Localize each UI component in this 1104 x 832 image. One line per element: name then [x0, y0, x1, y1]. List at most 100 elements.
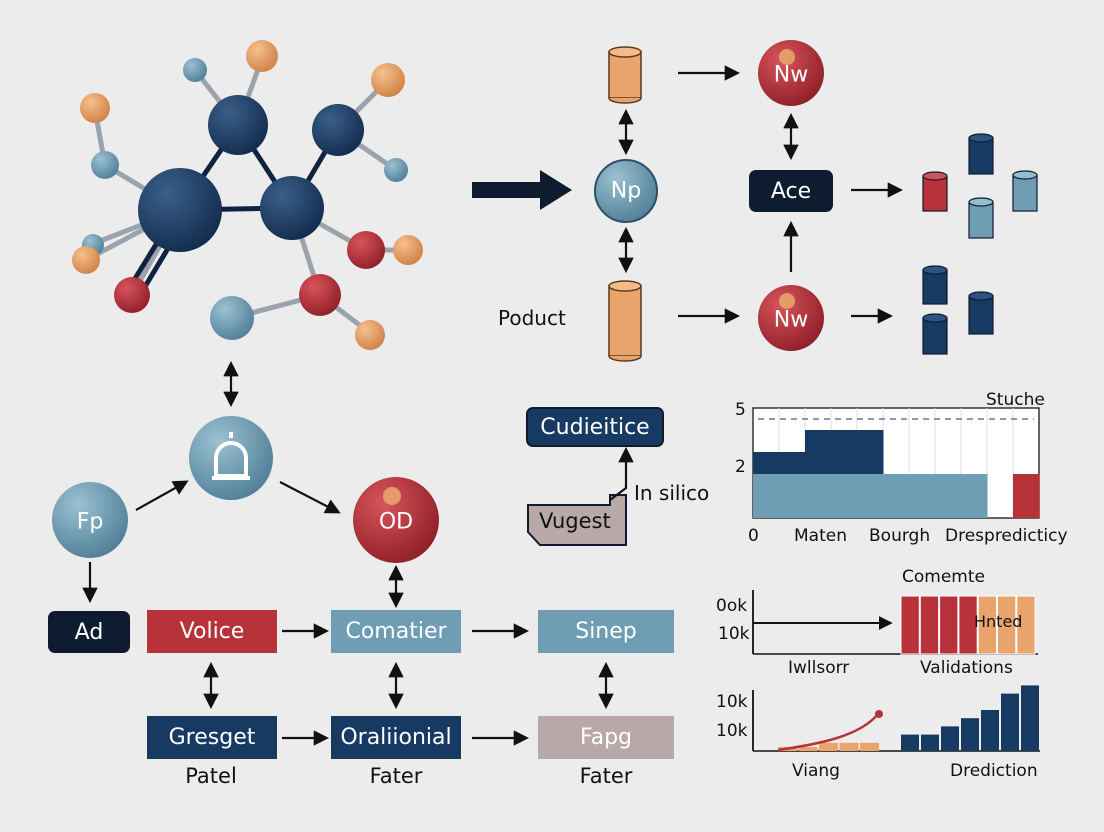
volice-box: Volice	[147, 610, 277, 653]
bar	[900, 595, 920, 655]
arrow	[279, 481, 341, 514]
bar	[961, 474, 988, 518]
bar	[919, 595, 940, 655]
x-tick-label: Drediction	[950, 761, 1038, 781]
y-tick-label: 2	[735, 457, 746, 477]
bar	[1016, 595, 1036, 655]
x-tick-label: Viang	[792, 761, 840, 781]
oraliionial-box: Oraliionial	[331, 716, 461, 759]
atom	[80, 93, 110, 123]
od-node	[353, 477, 439, 563]
atom	[183, 58, 207, 82]
atom	[371, 63, 405, 97]
arrow	[609, 446, 634, 501]
bar	[997, 595, 1017, 655]
trend-line	[777, 713, 879, 752]
big-right-arrow	[472, 170, 572, 210]
bar	[753, 474, 780, 518]
product-label: Poduct	[498, 306, 566, 330]
atom	[393, 235, 423, 265]
bulb-icon	[212, 432, 250, 480]
atom	[210, 296, 254, 340]
ace-box: Ace	[749, 170, 833, 212]
trend-point	[875, 710, 883, 718]
nw-top-node-label: Nw	[773, 62, 809, 88]
bar	[857, 430, 884, 474]
y-tick-label: 10k	[716, 721, 748, 741]
bar	[779, 452, 806, 474]
x-tick-label: Iwllsorr	[788, 658, 850, 678]
bar	[805, 430, 832, 474]
bar	[901, 734, 919, 751]
fapg-box: Fapg	[538, 716, 674, 759]
atom	[384, 158, 408, 182]
bar	[779, 474, 806, 518]
bulb-node	[189, 416, 273, 500]
bar	[857, 474, 884, 518]
molecule-illustration	[72, 40, 423, 350]
bar	[939, 595, 959, 655]
cylinder-bottom	[608, 280, 642, 362]
bar	[883, 474, 910, 518]
atom	[260, 176, 324, 240]
atom	[299, 274, 341, 316]
cylinder-top	[608, 46, 642, 104]
nw-bottom-node-label: Nw	[773, 307, 809, 333]
bar	[819, 742, 838, 751]
sinep-box: Sinep	[538, 610, 674, 653]
bar	[958, 595, 978, 655]
bar	[839, 742, 859, 751]
fater-label: Fater	[369, 764, 423, 788]
patel-label: Patel	[185, 764, 237, 788]
atom-large	[138, 168, 222, 252]
bar	[798, 746, 818, 751]
cylinder-group-top	[922, 133, 1038, 239]
y-tick-label: 5	[735, 400, 746, 420]
np-node	[594, 159, 658, 223]
in-silico-label: In silico	[634, 481, 710, 505]
bar	[805, 474, 832, 518]
bar	[961, 718, 979, 751]
ad-box: Ad	[48, 611, 130, 653]
x-tick-label: Validations	[920, 658, 1013, 678]
x-tick-label: 0	[748, 526, 759, 546]
vugest-box-label: Vugest	[539, 509, 611, 533]
bar	[753, 452, 780, 474]
bar	[1013, 474, 1040, 518]
cylinder-group-bottom	[922, 265, 994, 355]
cudieitice-box: Cudieitice	[526, 407, 664, 447]
bar	[941, 726, 959, 751]
chart-top	[752, 407, 1040, 519]
od-node-label: OD	[378, 509, 414, 535]
x-tick-label: Drespredicticy	[945, 526, 1068, 546]
atom	[347, 231, 385, 269]
atom	[72, 246, 100, 274]
atom	[114, 277, 150, 313]
atom	[91, 151, 119, 179]
atom	[312, 104, 364, 156]
highlight-label: Hnted	[974, 612, 1023, 631]
y-tick-label: 0ok	[716, 596, 748, 616]
fater-label: Fater	[579, 764, 633, 788]
atom	[246, 40, 278, 72]
atom	[355, 320, 385, 350]
bar	[1001, 693, 1019, 751]
chart-mid	[752, 590, 1038, 655]
gresget-box: Gresget	[147, 716, 277, 759]
nw-top-node	[758, 40, 824, 106]
bar	[935, 474, 962, 518]
nw-bottom-node	[758, 285, 824, 351]
arrow	[135, 480, 189, 511]
bar	[831, 430, 858, 474]
bar	[860, 742, 879, 751]
fp-node-label: Fp	[76, 509, 104, 535]
y-tick-label: 10k	[716, 692, 748, 712]
chart-bottom	[752, 685, 1040, 752]
bar	[921, 734, 939, 751]
chart-top-title: Stuche	[986, 390, 1045, 410]
vugest-tag	[527, 494, 627, 546]
y-tick-label: 10k	[718, 624, 750, 644]
fp-node	[52, 482, 128, 558]
chart-mid-title: Comemte	[902, 567, 985, 587]
